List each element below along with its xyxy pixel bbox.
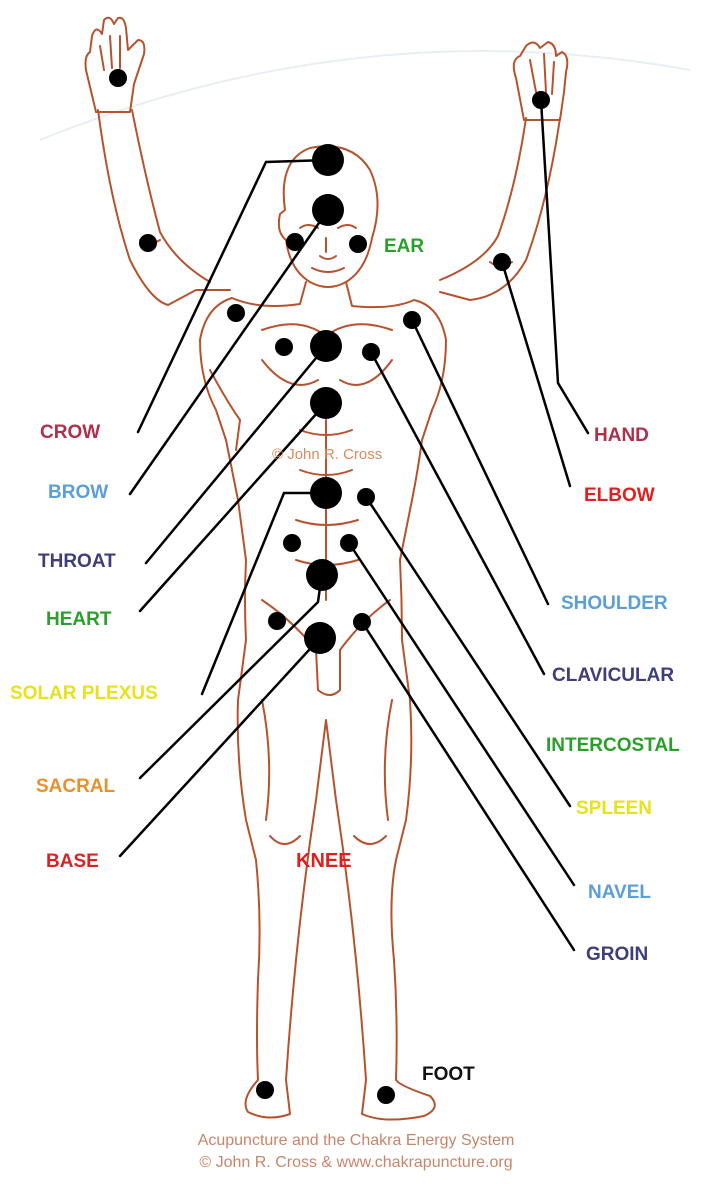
label-spleen: SPLEEN	[576, 798, 652, 820]
leader-clavicular	[371, 352, 544, 674]
caption-title: Acupuncture and the Chakra Energy System	[0, 1132, 712, 1150]
point-solar-plexus	[310, 477, 342, 509]
point-hand-left	[109, 69, 127, 87]
point-ear-right	[349, 235, 367, 253]
label-hand: HAND	[594, 425, 649, 447]
point-foot-right	[377, 1086, 395, 1104]
label-crow: CROW	[40, 422, 100, 444]
point-clavicular-left	[275, 338, 293, 356]
leader-hand	[541, 100, 588, 433]
point-intercostal-left	[283, 534, 301, 552]
point-elbow-right	[493, 253, 511, 271]
label-brow: BROW	[48, 482, 108, 504]
left-arm-outline	[98, 110, 230, 305]
point-spleen	[357, 488, 375, 506]
label-knee: KNEE	[296, 850, 352, 872]
point-clavicular-right	[362, 343, 380, 361]
label-sacral: SACRAL	[36, 776, 115, 798]
leader-sacral	[140, 573, 322, 778]
point-navel	[340, 534, 358, 552]
label-shoulder: SHOULDER	[561, 593, 668, 615]
label-navel: NAVEL	[588, 882, 651, 904]
leader-heart	[140, 403, 326, 611]
point-foot-left	[256, 1081, 274, 1099]
label-throat: THROAT	[38, 551, 116, 573]
point-heart	[310, 387, 342, 419]
point-elbow-left	[139, 234, 157, 252]
point-groin-right	[353, 613, 371, 631]
leader-crow	[138, 160, 328, 432]
point-base	[304, 622, 336, 654]
left-hand-outline	[86, 18, 145, 112]
label-clavicular: CLAVICULAR	[552, 665, 674, 687]
leader-elbow	[502, 262, 570, 486]
point-sacral	[306, 559, 338, 591]
label-ear: EAR	[384, 236, 424, 258]
right-arm-outline	[440, 118, 560, 300]
points	[109, 69, 550, 1104]
leader-shoulder	[412, 320, 548, 604]
leader-navel	[349, 543, 574, 885]
point-brow	[312, 194, 344, 226]
point-ear-left	[286, 233, 304, 251]
point-throat	[310, 330, 342, 362]
point-shoulder-right	[403, 311, 421, 329]
point-shoulder-left	[227, 304, 245, 322]
label-heart: HEART	[46, 609, 111, 631]
point-hand-right	[532, 91, 550, 109]
legs-outline	[246, 720, 435, 1120]
leader-base	[120, 638, 320, 856]
label-solar-plexus: SOLAR PLEXUS	[10, 683, 158, 705]
leader-spleen	[366, 497, 570, 806]
label-intercostal: INTERCOSTAL	[546, 735, 680, 757]
background-arc	[40, 51, 690, 140]
label-foot: FOOT	[422, 1064, 475, 1086]
label-elbow: ELBOW	[584, 485, 655, 507]
point-groin-left	[268, 612, 286, 630]
point-crown	[312, 144, 344, 176]
caption-copyright: © John R. Cross & www.chakrapuncture.org	[0, 1154, 712, 1172]
label-base: BASE	[46, 851, 99, 873]
copyright-watermark: © John R. Cross	[272, 446, 382, 463]
label-groin: GROIN	[586, 944, 648, 966]
